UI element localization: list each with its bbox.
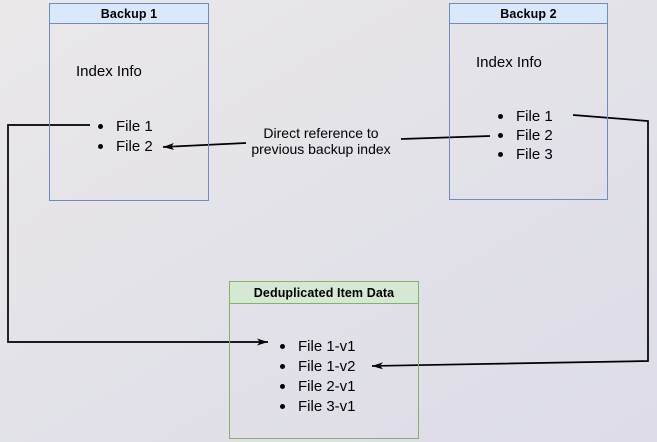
file-label: File 2-v1 [298,377,356,395]
file-label: File 1 [516,108,553,125]
dedup-file-list: File 1-v1 File 1-v2 File 2-v1 File 3-v1 [280,336,356,416]
bullet-icon [280,403,285,409]
file-label: File 1 [116,117,153,135]
connector-label: Direct reference to previous backup inde… [240,125,402,157]
file-label: File 1-v1 [298,337,356,355]
dedup-node: Deduplicated Item Data File 1-v1 File 1-… [229,281,419,439]
bullet-icon [280,363,285,369]
backup1-index-info-label: Index Info [76,63,142,80]
file-label: File 3 [516,146,553,163]
file-label: File 2 [516,127,553,144]
bullet-icon [98,143,103,149]
file-label: File 1-v2 [298,357,356,375]
backup2-title: Backup 2 [450,4,607,24]
file-item: File 2 [498,126,553,145]
file-item: File 2 [98,136,153,156]
bullet-icon [98,123,103,129]
connector-label-line2: previous backup index [251,141,391,157]
file-item: File 1-v2 [280,356,356,376]
backup1-file-list: File 1 File 2 [98,116,153,156]
connector-label-line1: Direct reference to [263,125,379,141]
bullet-icon [498,114,503,119]
backup2-index-info-label: Index Info [476,54,542,71]
file-item: File 3-v1 [280,396,356,416]
bullet-icon [280,343,285,349]
backup1-title: Backup 1 [50,4,208,24]
file-item: File 2-v1 [280,376,356,396]
dedup-title: Deduplicated Item Data [230,282,418,304]
file-item: File 1 [498,107,553,126]
bullet-icon [498,152,503,157]
backup2-node: Backup 2 Index Info File 1 File 2 File 3 [449,3,608,200]
file-label: File 2 [116,137,153,155]
backup2-file-list: File 1 File 2 File 3 [498,107,553,164]
file-item: File 1-v1 [280,336,356,356]
backup1-node: Backup 1 Index Info File 1 File 2 [49,3,209,201]
file-item: File 3 [498,145,553,164]
file-item: File 1 [98,116,153,136]
bullet-icon [498,133,503,138]
file-label: File 3-v1 [298,397,356,415]
bullet-icon [280,383,285,389]
